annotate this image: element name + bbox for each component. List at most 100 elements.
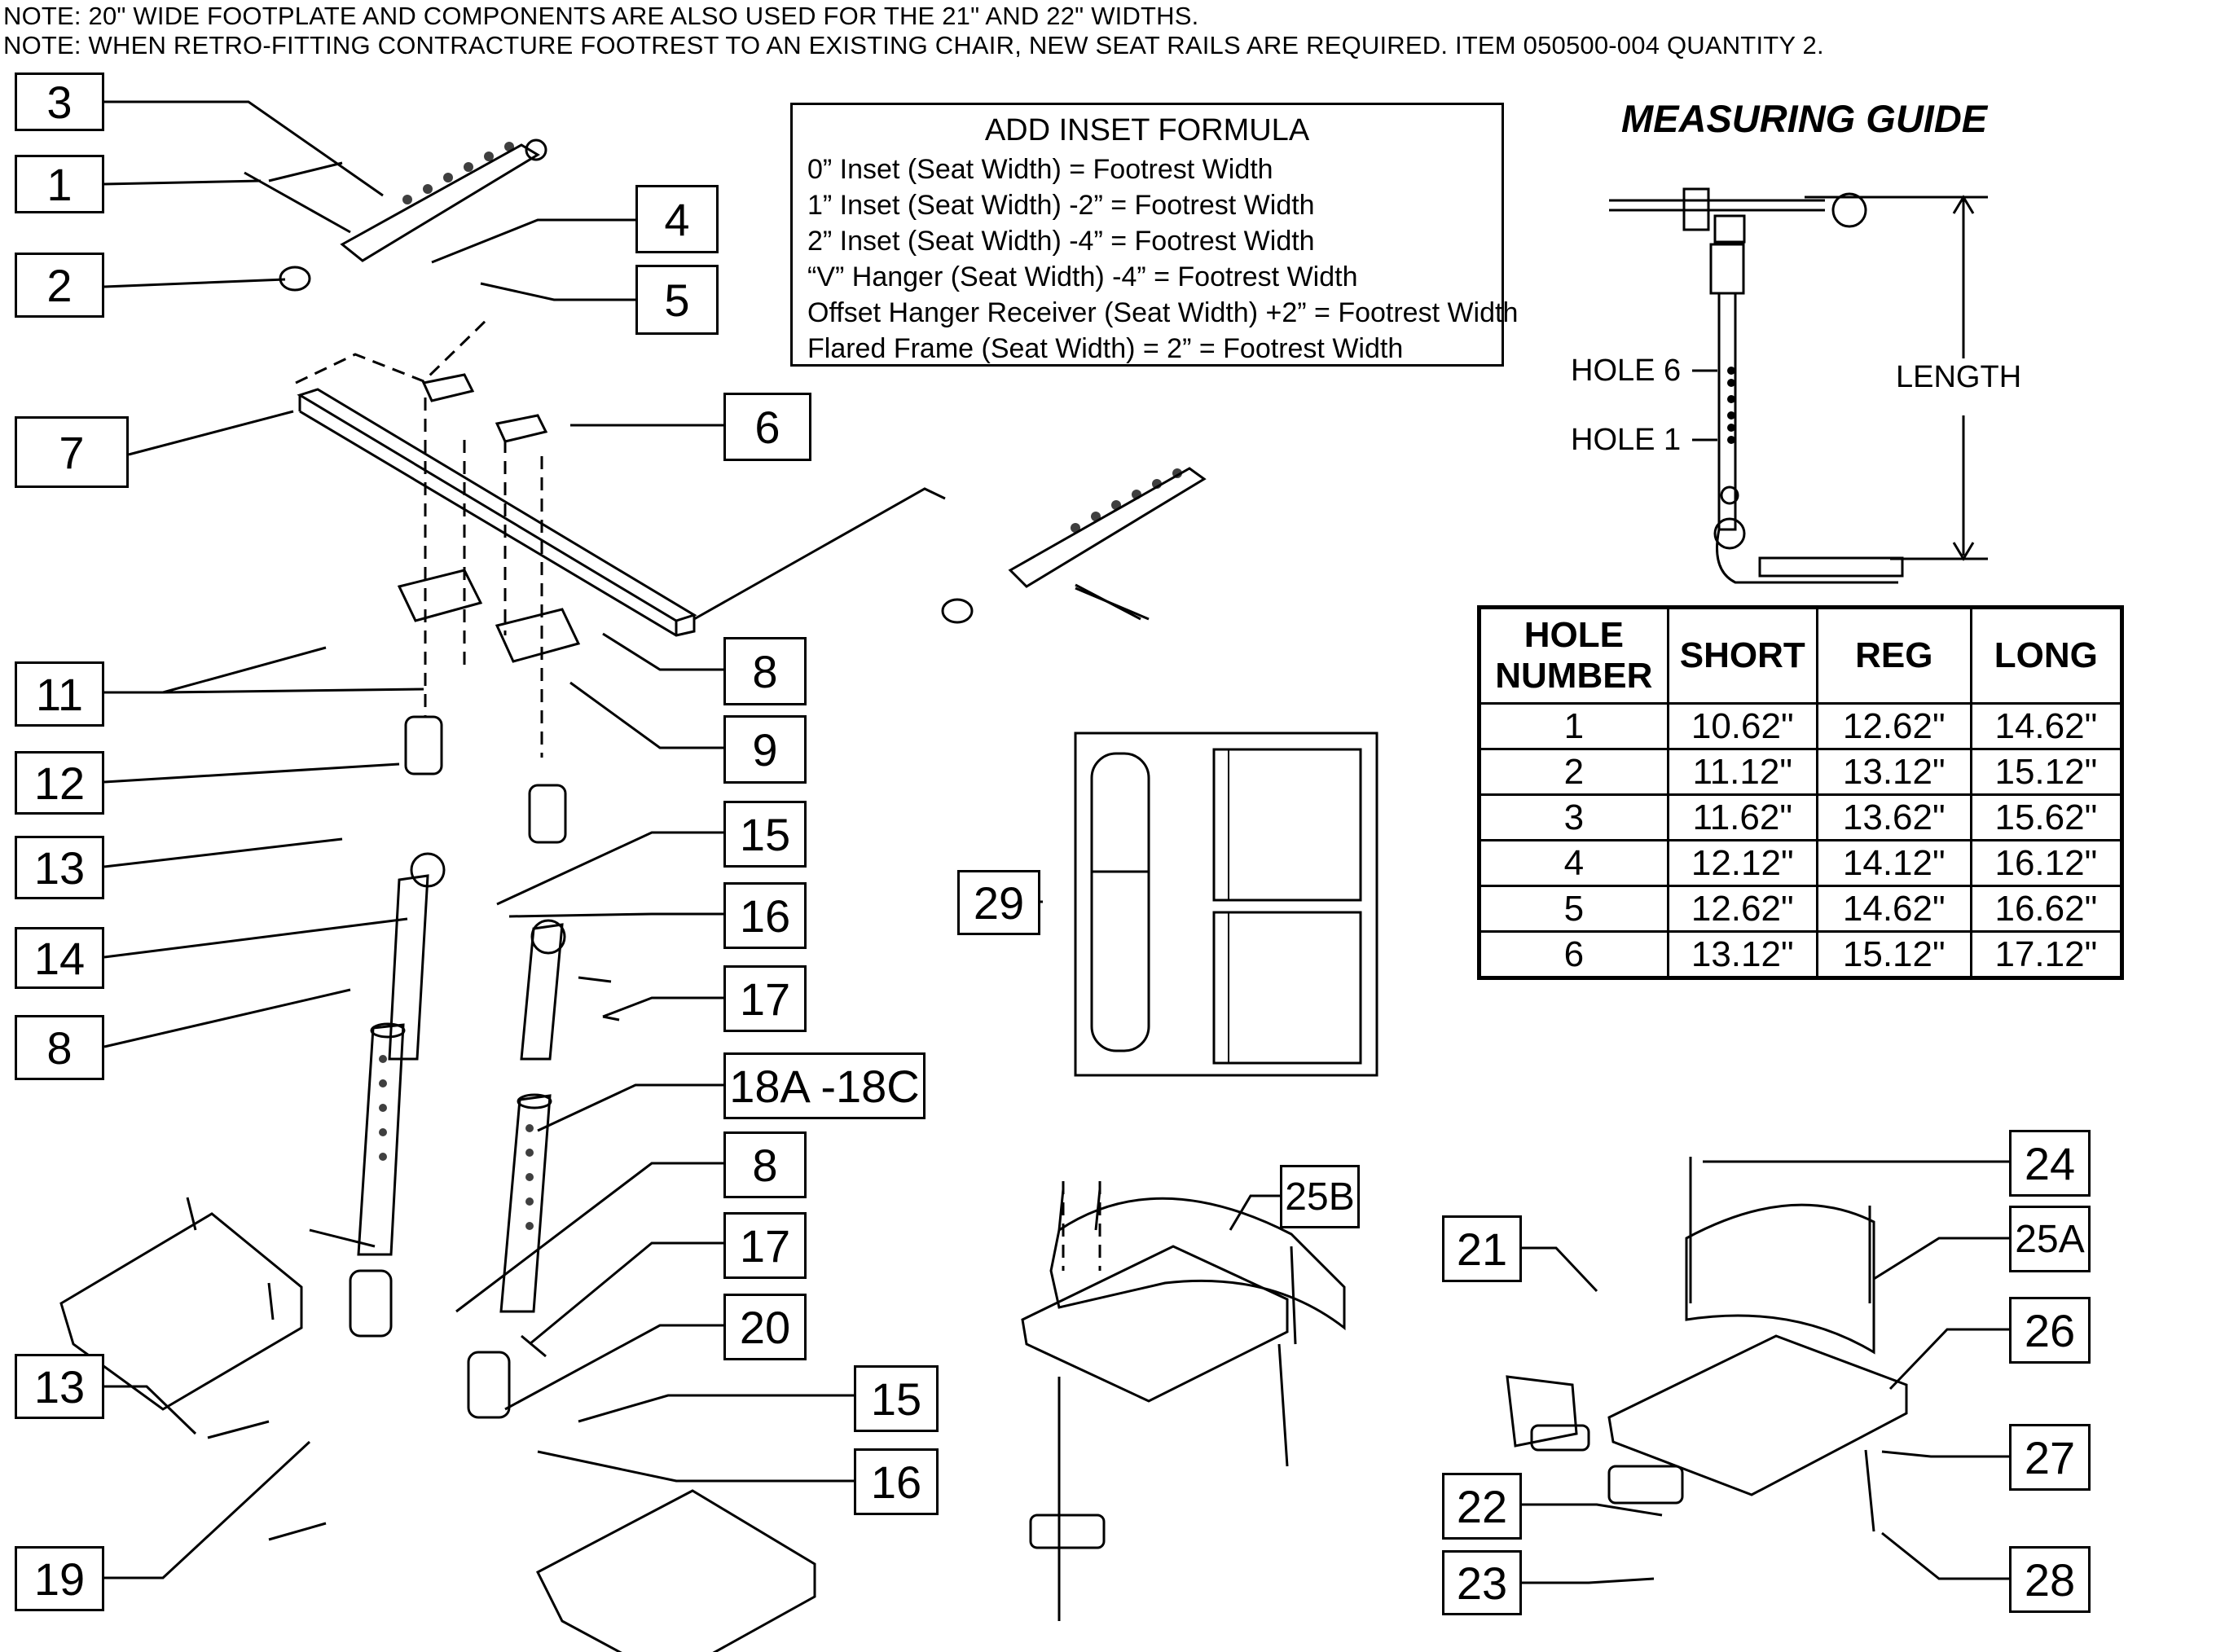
hole-1-label: HOLE 1 [1571,423,1682,457]
leader-13a [103,837,343,868]
leader-8a [602,632,723,671]
table-row: 4 12.12" 14.12" 16.12" [1478,839,2124,887]
table-cell: 17.12" [1969,930,2124,979]
callout-29: 29 [957,870,1040,935]
callout-7: 7 [15,416,129,488]
formula-line: 0” Inset (Seat Width) = Footrest Width [807,154,1273,185]
table-cell: 1 [1478,702,1669,750]
callout-13-bottom: 13 [15,1354,104,1419]
leader-2 [103,278,286,288]
leader-26 [1888,1328,2009,1391]
table-cell: 4 [1478,839,1669,887]
callout-15-bottom: 15 [854,1365,939,1432]
leader-21 [1522,1246,1598,1293]
hole-6-label: HOLE 6 [1571,354,1682,388]
header-reg: REG [1815,606,1972,705]
callout-17-top: 17 [723,965,807,1032]
header-hole-number: HOLE NUMBER [1478,606,1669,705]
table-cell: 11.12" [1666,748,1818,796]
callout-21: 21 [1442,1215,1522,1282]
callout-24: 24 [2009,1130,2091,1197]
leader-25b [1229,1194,1280,1231]
callout-4: 4 [635,185,719,253]
callout-11: 11 [15,661,104,727]
leader-9 [569,681,723,749]
leader-16b [537,1450,854,1483]
table-cell: 5 [1478,885,1669,933]
callout-27: 27 [2009,1424,2091,1491]
callout-5: 5 [635,265,719,335]
callout-22: 22 [1442,1473,1522,1540]
table-cell: 16.62" [1969,885,2124,933]
leader-1 [103,179,262,186]
measuring-guide-title: MEASURING GUIDE [1621,97,1988,140]
table-cell: 2 [1478,748,1669,796]
callout-13-top: 13 [15,836,104,899]
formula-line: “V” Hanger (Seat Width) -4” = Footrest W… [807,261,1358,292]
leader-12 [103,762,400,784]
table-cell: 6 [1478,930,1669,979]
leader-8b [103,988,351,1048]
table-header-row: HOLE NUMBER SHORT REG LONG [1478,606,2124,705]
formula-line: Offset Hanger Receiver (Seat Width) +2” … [807,297,1519,328]
table-cell: 13.62" [1815,793,1972,841]
callout-2: 2 [15,253,104,318]
leader-27 [1881,1450,2009,1458]
callout-16-top: 16 [723,882,807,949]
callout-20: 20 [723,1294,807,1360]
callout-8-mid: 8 [15,1015,104,1080]
table-cell: 3 [1478,793,1669,841]
callout-26: 26 [2009,1297,2091,1364]
table-cell: 14.62" [1815,885,1972,933]
formula-title: ADD INSET FORMULA [984,113,1310,147]
callout-1: 1 [15,155,104,213]
leader-20 [504,1324,723,1411]
callout-15-top: 15 [723,801,807,868]
leader-19 [104,1440,311,1580]
leader-15b [578,1394,854,1423]
table-cell: 15.12" [1815,930,1972,979]
leader-4 [431,218,635,264]
callout-25a: 25A [2009,1206,2091,1272]
table-row: 2 11.12" 13.12" 15.12" [1478,748,2124,796]
formula-line: Flared Frame (Seat Width) = 2” = Footres… [807,333,1404,364]
callout-28: 28 [2009,1546,2091,1613]
leader-5 [480,282,635,301]
leader-28 [1881,1531,2009,1580]
leader-13b [104,1385,197,1435]
table-row: 1 10.62" 12.62" 14.62" [1478,702,2124,750]
leader-8c [455,1162,723,1313]
leader-25a [1873,1237,2009,1281]
note-retrofit: NOTE: WHEN RETRO-FITTING CONTRACTURE FOO… [3,31,1824,59]
callout-17-bottom: 17 [723,1212,807,1279]
leader-22 [1522,1503,1663,1517]
table-row: 3 11.62" 13.62" 15.62" [1478,793,2124,841]
table-cell: 13.12" [1815,748,1972,796]
table-row: 5 12.62" 14.62" 16.62" [1478,885,2124,933]
leader-23 [1522,1577,1655,1584]
table-cell: 12.12" [1666,839,1818,887]
table-row: 6 13.12" 15.12" 17.12" [1478,930,2124,979]
leader-15a [496,831,723,906]
leader-7 [128,410,294,456]
table-cell: 12.62" [1815,702,1972,750]
formula-line: 1” Inset (Seat Width) -2” = Footrest Wid… [807,190,1315,221]
table-cell: 13.12" [1666,930,1818,979]
callout-6: 6 [723,393,811,461]
callout-23: 23 [1442,1550,1522,1615]
callout-18a-18c: 18A -18C [723,1052,926,1119]
table-cell: 14.62" [1969,702,2124,750]
callout-14: 14 [15,927,104,989]
inset-formula-box: ADD INSET FORMULA 0” Inset (Seat Width) … [790,103,1519,367]
table-cell: 14.12" [1815,839,1972,887]
header-long: LONG [1969,606,2124,705]
leader-18 [537,1083,723,1132]
table-cell: 10.62" [1666,702,1818,750]
table-cell: 15.12" [1969,748,2124,796]
table-cell: 16.12" [1969,839,2124,887]
callout-8-bottom: 8 [723,1131,807,1198]
callout-9: 9 [723,715,807,784]
formula-line: 2” Inset (Seat Width) -4” = Footrest Wid… [807,226,1315,257]
